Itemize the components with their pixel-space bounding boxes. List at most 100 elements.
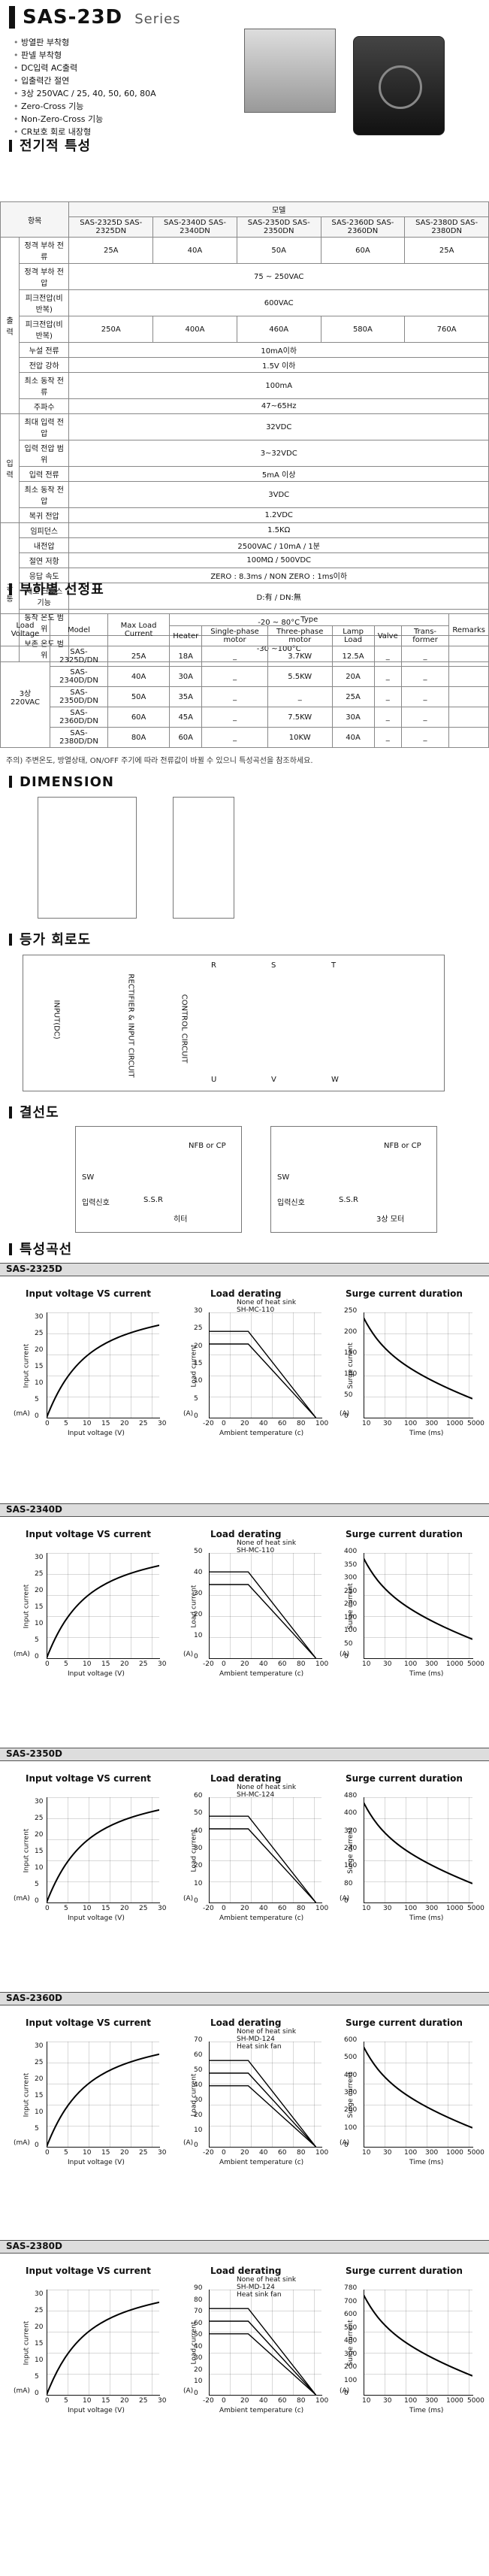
surge-current-curve: [364, 2046, 472, 2129]
load-x-tick: 100: [315, 2149, 329, 2157]
wiring-heater-label: 히터: [174, 1215, 188, 1224]
series-label: Series: [134, 11, 181, 27]
load-x-tick: 0: [222, 2397, 226, 2405]
surge-current-curve: [364, 2294, 472, 2377]
iv-chart-title: Input voltage VS current: [26, 1773, 151, 1784]
iv-y-tick: 15: [35, 2340, 44, 2347]
surge-x-label: Time (ms): [409, 2407, 444, 2414]
iv-chart-curve: [47, 2301, 159, 2395]
surge-y-unit: (A): [340, 2387, 350, 2395]
spec-cell: 25A: [404, 237, 489, 264]
load-y-tick: 20: [194, 2111, 203, 2119]
load-cell: 7.5KW: [267, 707, 333, 728]
surge-x-tick: 5000: [467, 1905, 484, 1912]
load-y-label: Load current: [190, 2073, 198, 2117]
derating-series-line: [209, 2085, 316, 2147]
load-legend-item: SH-MC-110: [237, 1306, 275, 1314]
iv-y-tick: 25: [35, 1570, 44, 1578]
feature-list: 방열판 부착형 판넬 부착형 DC입력 AC출력 입출력간 절연 3상 250V…: [14, 36, 156, 138]
surge-chart-grid: [364, 1797, 472, 1902]
iv-chart-axis: [47, 2290, 160, 2396]
surge-current-curve: [364, 1557, 472, 1640]
load-x-tick: 100: [315, 1905, 329, 1912]
iv-chart-axis: [47, 1312, 160, 1418]
load-y-unit: (A): [183, 1651, 194, 1658]
surge-y-tick: 400: [344, 2337, 358, 2344]
load-chart-axis: [209, 1553, 322, 1659]
iv-x-tick: 5: [64, 1905, 68, 1912]
surge-chart-title: Surge current duration: [346, 2018, 463, 2028]
surge-y-tick: 500: [344, 2323, 358, 2332]
surge-y-tick: 300: [344, 2089, 358, 2096]
derating-series-line: [209, 1815, 317, 1902]
iv-x-tick: 25: [139, 2149, 148, 2157]
curve-model-bar: SAS-2340D: [0, 1503, 489, 1517]
load-x-tick: 40: [259, 1905, 268, 1912]
wiring-ssr-label: S.S.R: [143, 1196, 164, 1204]
surge-y-tick: 600: [344, 2036, 358, 2044]
spec-row-label: 피크전압(비반복): [19, 316, 70, 343]
load-cell: _: [373, 727, 402, 748]
iv-y-tick: 15: [35, 1848, 44, 1855]
derating-series-line: [209, 1571, 317, 1658]
iv-x-tick: 10: [83, 2397, 92, 2405]
load-legend-item: SH-MD-124: [237, 2036, 275, 2043]
iv-y-tick: 20: [35, 1831, 44, 1839]
load-cell: 35A: [169, 686, 203, 707]
spec-row-label: 전압 강하: [19, 357, 70, 373]
load-x-tick: 80: [297, 1905, 306, 1912]
feature-item: 판넬 부착형: [14, 49, 156, 62]
load-x-tick: 60: [278, 2149, 287, 2157]
load-y-tick: 50: [194, 2331, 203, 2339]
spec-header-item: 항목: [0, 201, 70, 238]
spec-model-header: SAS-2340D SAS-2340DN: [152, 216, 237, 238]
surge-y-tick: 50: [344, 1639, 353, 1648]
iv-x-label: Input voltage (V): [68, 1430, 125, 1437]
load-x-tick: -20: [203, 1660, 214, 1668]
terminal-r-label: R: [211, 961, 216, 970]
load-chart-title: Load derating: [210, 1529, 282, 1539]
wiring-motor-diagram: SW 입력신호 S.S.R NFB or CP 3상 모터: [270, 1126, 437, 1233]
surge-current-curve: [364, 1317, 472, 1400]
surge-y-unit: (A): [340, 1895, 350, 1902]
section-title-electrical: 전기적 특성: [9, 135, 91, 155]
section-title-wiring: 결선도: [9, 1102, 59, 1122]
spec-row-label: 최대 입력 전압: [19, 413, 70, 440]
spec-cell: 250A: [68, 316, 154, 343]
surge-chart-title: Surge current duration: [346, 1529, 463, 1539]
wiring-sw-label: SW: [82, 1173, 95, 1182]
load-y-tick: 30: [194, 2096, 203, 2104]
load-derating-lines: [209, 1815, 317, 1902]
load-y-unit: (A): [183, 2387, 194, 2395]
spec-cell: D:有 / DN:無: [68, 583, 489, 610]
surge-x-label: Time (ms): [409, 1430, 444, 1437]
iv-x-tick: 10: [83, 1905, 92, 1912]
spec-row-label: 임피던스: [19, 522, 70, 538]
spec-cell: 10mA이하: [68, 342, 489, 358]
circuit-rectifier-label: RECTIFIER & INPUT CIRCUIT: [126, 973, 135, 1078]
section-title-circuit: 등가 회로도: [9, 929, 91, 949]
iv-y-label: Input current: [23, 1343, 31, 1388]
load-cell: 30A: [331, 707, 375, 728]
iv-x-label: Input voltage (V): [68, 1915, 125, 1922]
spec-group-output: 출력: [0, 237, 20, 414]
load-header: Type: [169, 613, 450, 626]
load-x-tick: 40: [259, 2149, 268, 2157]
spec-row-label: 정격 부하 전압: [19, 263, 70, 290]
load-x-tick: 40: [259, 1420, 268, 1427]
spec-cell: 760A: [404, 316, 489, 343]
spec-row-label: 최소 동작 전압: [19, 481, 70, 508]
usage-note: 주의) 주변온도, 방열상태, ON/OFF 주기에 따라 전류값이 바뀔 수 …: [6, 757, 313, 765]
load-legend-item: Heat sink fan: [237, 2043, 282, 2051]
iv-y-tick: 10: [35, 2357, 44, 2364]
surge-y-tick: 250: [344, 1307, 358, 1315]
surge-y-unit: (A): [340, 1651, 350, 1658]
load-y-tick: 50: [194, 1548, 203, 1555]
load-y-tick: 10: [194, 1632, 203, 1639]
surge-chart-grid: [364, 1312, 472, 1418]
iv-y-tick: 0: [35, 1897, 39, 1905]
wiring-ssr-label: S.S.R: [339, 1196, 359, 1204]
spec-row-label: 피크전압(비반복): [19, 289, 70, 316]
wiring-nfb-label: NFB or CP: [384, 1142, 421, 1150]
